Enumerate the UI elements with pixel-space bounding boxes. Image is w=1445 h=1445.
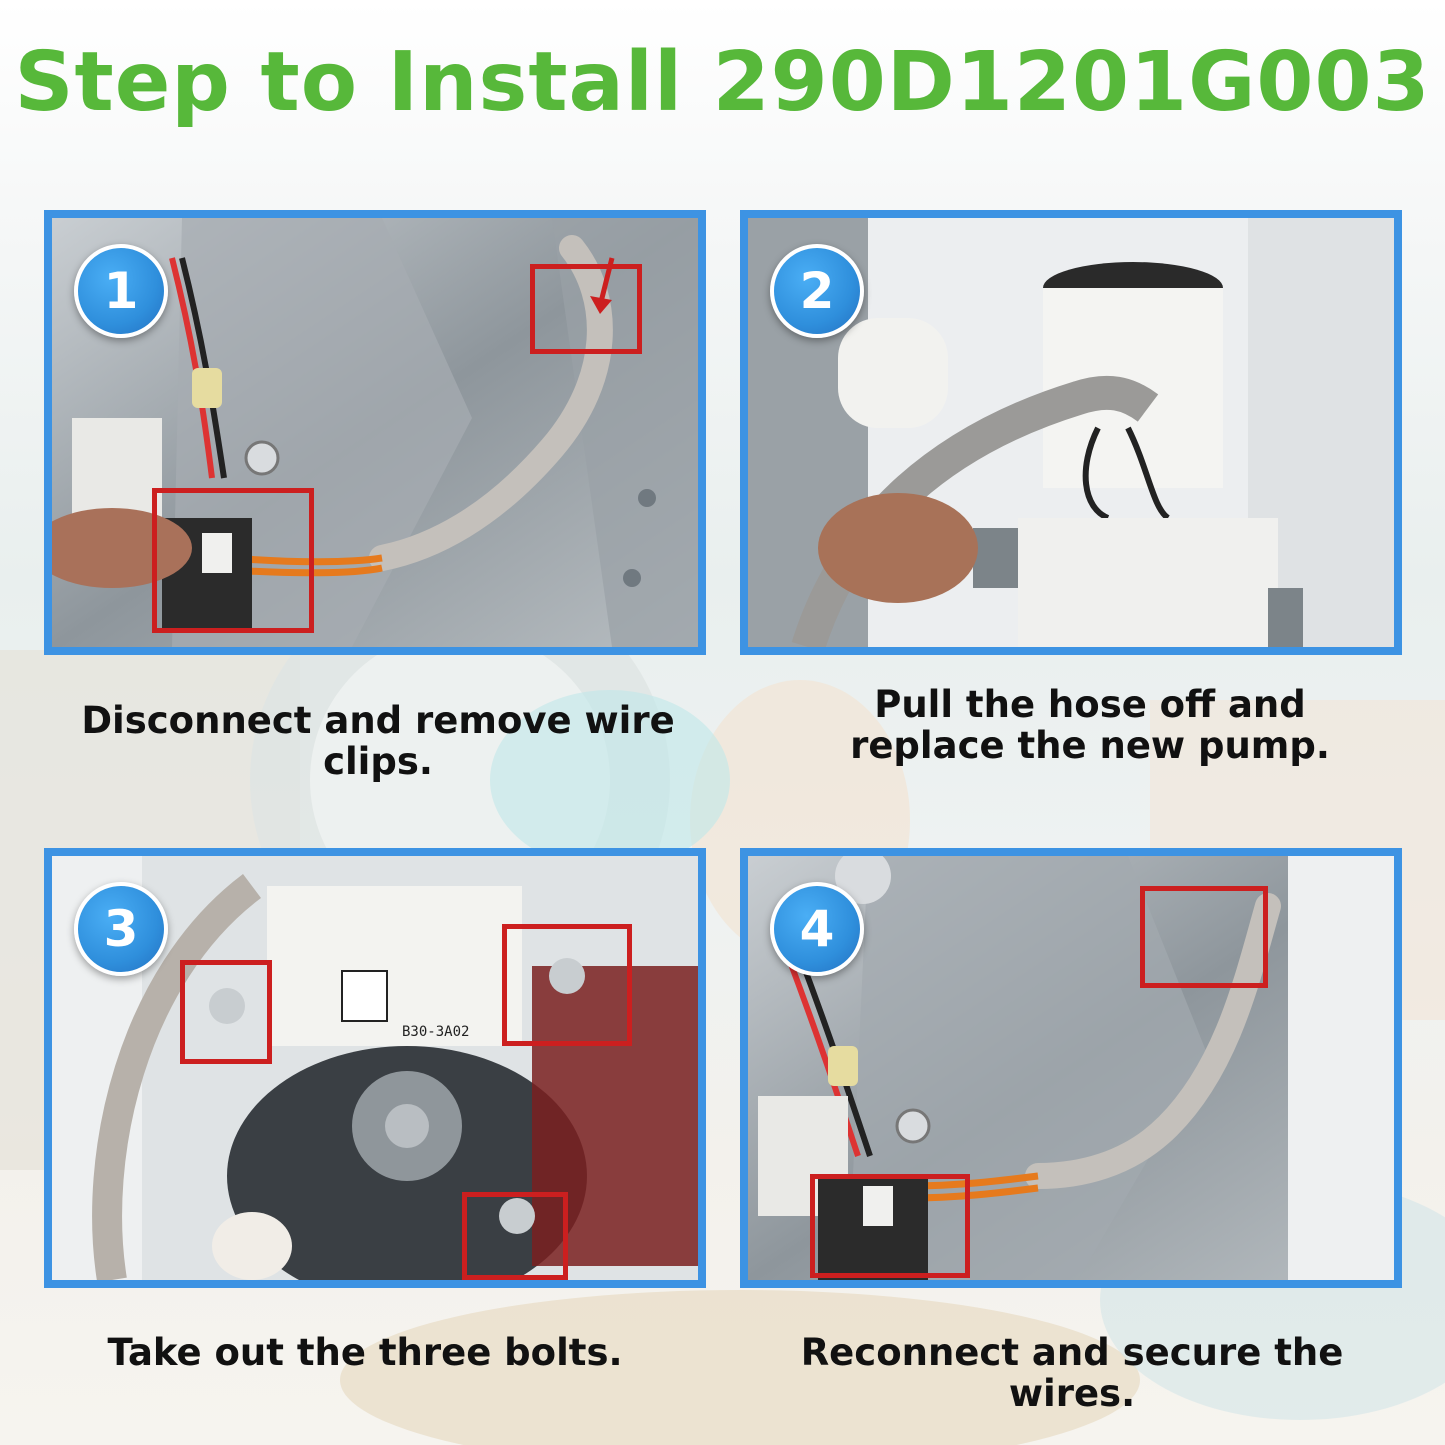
- step-number-badge: 1: [74, 244, 168, 338]
- step-number-badge: 3: [74, 882, 168, 976]
- step-number-badge: 4: [770, 882, 864, 976]
- step-4-photo: 4: [740, 848, 1402, 1288]
- highlight-box: [462, 1192, 568, 1280]
- step-4-caption: Reconnect and secure the wires.: [800, 1331, 1344, 1416]
- highlight-box: [152, 488, 314, 633]
- caption-line: replace the new pump.: [850, 724, 1330, 768]
- step-1-photo: 1: [44, 210, 706, 655]
- step-3-caption: Take out the three bolts.: [107, 1331, 623, 1374]
- highlight-box: [180, 960, 272, 1064]
- highlight-box: [1140, 886, 1268, 988]
- caption-line: Pull the hose off and: [874, 683, 1306, 726]
- step-1-caption: Disconnect and remove wire clips.: [81, 699, 675, 784]
- step-number-badge: 2: [770, 244, 864, 338]
- highlight-box: [530, 264, 642, 354]
- step-2-photo: 2: [740, 210, 1402, 655]
- highlight-box: [810, 1174, 970, 1278]
- highlight-box: [502, 924, 632, 1046]
- step-2-caption: Pull the hose off and replace the new pu…: [840, 684, 1340, 767]
- page-title: Step to Install 290D1201G003: [14, 35, 1431, 130]
- step-3-photo: B30-3A02 3: [44, 848, 706, 1288]
- pump-model-label: B30-3A02: [402, 1024, 469, 1040]
